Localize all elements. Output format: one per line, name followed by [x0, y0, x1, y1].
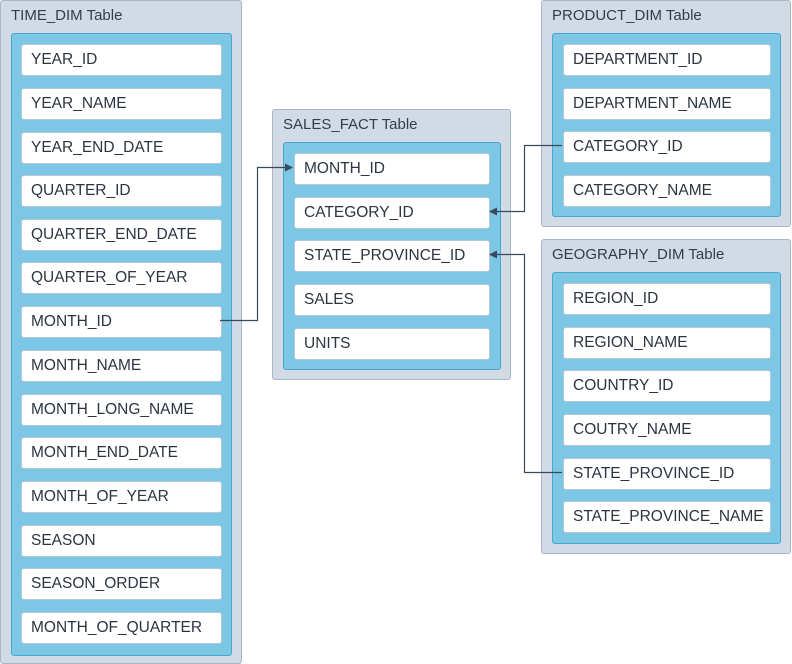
geography-dim-column[interactable]: STATE_PROVINCE_NAME: [563, 501, 771, 533]
time-dim-column[interactable]: MONTH_LONG_NAME: [21, 394, 222, 426]
geography-dim-title: GEOGRAPHY_DIM Table: [552, 246, 725, 263]
geography-dim-column[interactable]: COUTRY_NAME: [563, 414, 771, 446]
time-dim-table: TIME_DIM Table YEAR_ID YEAR_NAME YEAR_EN…: [0, 0, 242, 664]
product-dim-column[interactable]: CATEGORY_ID: [563, 131, 771, 163]
sales-fact-column[interactable]: STATE_PROVINCE_ID: [294, 240, 490, 272]
time-dim-column[interactable]: MONTH_NAME: [21, 350, 222, 382]
product-dim-column[interactable]: CATEGORY_NAME: [563, 175, 771, 207]
time-dim-column[interactable]: SEASON_ORDER: [21, 568, 222, 600]
sales-fact-title: SALES_FACT Table: [283, 116, 418, 133]
product-dim-table: PRODUCT_DIM Table DEPARTMENT_ID DEPARTME…: [541, 0, 791, 227]
time-dim-column[interactable]: MONTH_OF_YEAR: [21, 481, 222, 513]
geography-dim-column[interactable]: COUNTRY_ID: [563, 370, 771, 402]
time-dim-column[interactable]: YEAR_END_DATE: [21, 132, 222, 164]
time-dim-column[interactable]: MONTH_OF_QUARTER: [21, 612, 222, 644]
geography-dim-column[interactable]: REGION_NAME: [563, 327, 771, 359]
geography-dim-table: GEOGRAPHY_DIM Table REGION_ID REGION_NAM…: [541, 239, 791, 554]
time-dim-title: TIME_DIM Table: [11, 7, 123, 24]
product-dim-title: PRODUCT_DIM Table: [552, 7, 702, 24]
geography-dim-column[interactable]: REGION_ID: [563, 283, 771, 315]
product-dim-columns: DEPARTMENT_ID DEPARTMENT_NAME CATEGORY_I…: [552, 33, 781, 217]
geography-dim-column[interactable]: STATE_PROVINCE_ID: [563, 458, 771, 490]
sales-fact-columns: MONTH_ID CATEGORY_ID STATE_PROVINCE_ID S…: [283, 142, 501, 370]
time-dim-column[interactable]: QUARTER_ID: [21, 175, 222, 207]
sales-fact-column[interactable]: MONTH_ID: [294, 153, 490, 185]
time-dim-column[interactable]: SEASON: [21, 525, 222, 557]
time-dim-column[interactable]: YEAR_ID: [21, 44, 222, 76]
time-dim-column[interactable]: YEAR_NAME: [21, 88, 222, 120]
sales-fact-column[interactable]: UNITS: [294, 328, 490, 360]
time-dim-column[interactable]: QUARTER_END_DATE: [21, 219, 222, 251]
geography-dim-columns: REGION_ID REGION_NAME COUNTRY_ID COUTRY_…: [552, 272, 781, 544]
sales-fact-column[interactable]: CATEGORY_ID: [294, 197, 490, 229]
sales-fact-table: SALES_FACT Table MONTH_ID CATEGORY_ID ST…: [272, 109, 511, 380]
time-dim-columns: YEAR_ID YEAR_NAME YEAR_END_DATE QUARTER_…: [11, 33, 232, 656]
product-dim-column[interactable]: DEPARTMENT_NAME: [563, 88, 771, 120]
time-dim-column[interactable]: QUARTER_OF_YEAR: [21, 262, 222, 294]
product-dim-column[interactable]: DEPARTMENT_ID: [563, 44, 771, 76]
time-dim-column[interactable]: MONTH_END_DATE: [21, 437, 222, 469]
sales-fact-column[interactable]: SALES: [294, 284, 490, 316]
time-dim-column[interactable]: MONTH_ID: [21, 306, 222, 338]
